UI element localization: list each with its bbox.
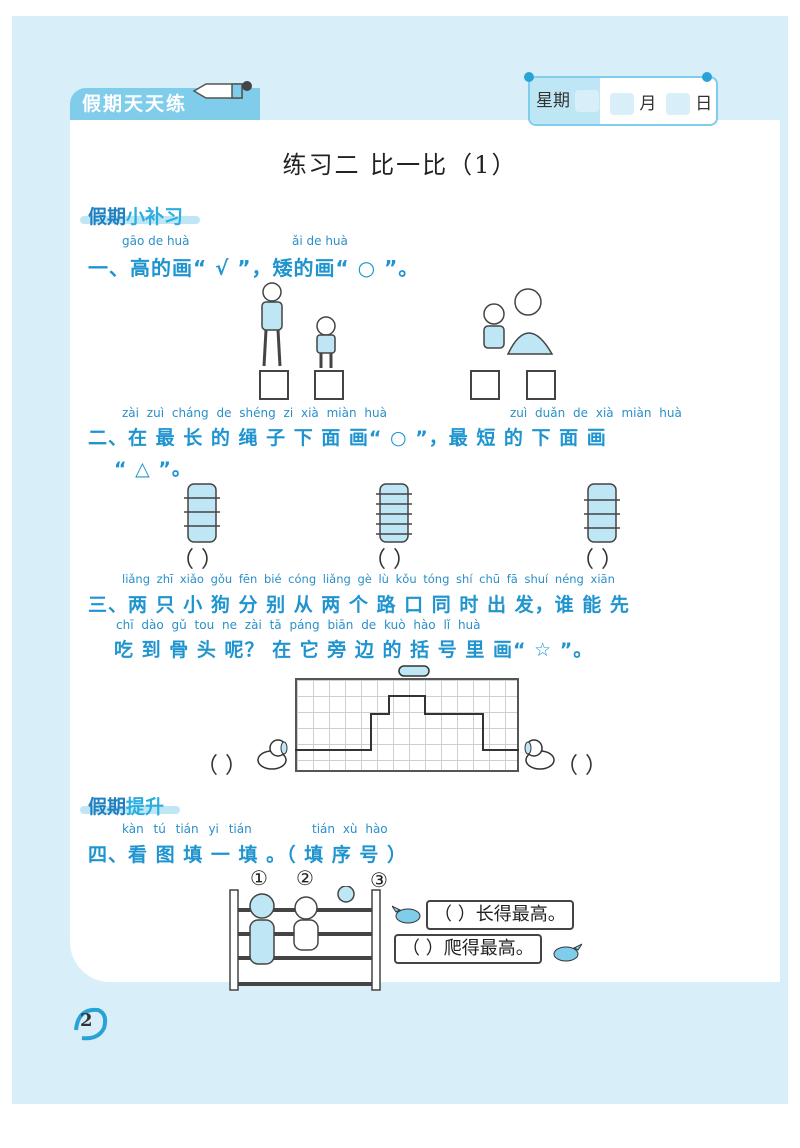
page-title: 练习二 比一比（1） — [282, 151, 518, 179]
answer-tallest[interactable]: （ ）长得最高。 — [426, 900, 574, 930]
worksheet-paper — [70, 120, 780, 982]
q1-pinyin-a: gāo de huà — [122, 234, 190, 248]
q2-pinyin-a: zài zuì cháng de shéng zi xià miàn huà — [122, 406, 387, 420]
section-highlight: 小补习 — [126, 206, 184, 228]
answer-box[interactable] — [314, 370, 344, 400]
answer-paren-left[interactable]: （ ） — [196, 754, 247, 779]
date-box: 星期 月 日 — [528, 76, 718, 126]
pencil-icon — [192, 81, 252, 99]
answer-box[interactable] — [259, 370, 289, 400]
girl-and-grandma-illustration — [483, 288, 554, 355]
q1-pinyin-b: ǎi de huà — [292, 234, 348, 248]
week-label-cell: 星期 — [530, 78, 600, 124]
answer-climbed-highest[interactable]: （ ）爬得最高。 — [394, 934, 542, 964]
section-advanced-title: 假期提升 — [88, 792, 164, 819]
section-basic-title: 假期小补习 — [88, 202, 183, 229]
q4-pinyin-b: tián xù hào — [312, 822, 388, 836]
dog-icon — [524, 739, 555, 770]
q2-line2: “ △ ”。 — [114, 458, 192, 480]
week-blank[interactable] — [575, 90, 600, 112]
q2-pinyin-b: zuì duǎn de xià miàn huà — [510, 406, 682, 420]
label-1: ① — [250, 866, 268, 890]
answer-paren[interactable]: （ ） — [172, 548, 223, 573]
q3-line2: 吃 到 骨 头 呢？ 在 它 旁 边 的 括 号 里 画“ ☆ ”。 — [114, 639, 594, 661]
q2-line1: 二、在 最 长 的 绳 子 下 面 画“ ○ ”，最 短 的 下 面 画 — [88, 427, 607, 449]
section-underline — [80, 806, 180, 814]
rope-spool-illustration — [376, 483, 412, 543]
bird-icon — [553, 943, 582, 962]
month-day-row: 月 日 — [610, 89, 712, 115]
dog-paths-illustration — [295, 665, 519, 751]
fence-animals-illustration — [229, 886, 381, 991]
day-label: 日 — [695, 94, 713, 114]
q3-line1: 三、两 只 小 狗 分 别 从 两 个 路 口 同 时 出 发，谁 能 先 — [88, 594, 630, 616]
day-blank[interactable] — [665, 93, 690, 115]
q4-text: 四、看 图 填 一 填 。（ 填 序 号 ） — [88, 844, 408, 866]
man-and-boy-illustration — [261, 282, 336, 368]
q3-pinyin-1: liǎng zhī xiǎo gǒu fēn bié cóng liǎng gè… — [122, 572, 615, 586]
rope-spool-illustration — [584, 483, 620, 543]
answer-paren[interactable]: （ ） — [364, 548, 415, 573]
pin-icon — [524, 72, 534, 82]
answer-paren-right[interactable]: （ ） — [556, 754, 607, 779]
page-number: 2 — [80, 1010, 93, 1031]
bird-icon — [392, 905, 421, 924]
q1-text: 一、高的画“ √ ”，矮的画“ ○ ”。 — [88, 256, 420, 280]
answer-box[interactable] — [526, 370, 556, 400]
label-3: ③ — [370, 868, 388, 892]
banner-title: 假期天天练 — [70, 88, 260, 120]
answer-box[interactable] — [470, 370, 500, 400]
label-2: ② — [296, 866, 314, 890]
section-prefix: 假期 — [88, 796, 127, 818]
dog-icon — [257, 739, 288, 770]
month-label: 月 — [639, 94, 657, 114]
answer-paren[interactable]: （ ） — [572, 548, 623, 573]
section-highlight: 提升 — [126, 796, 165, 818]
q3-pinyin-2: chī dào gǔ tou ne zài tā páng biān de ku… — [116, 618, 481, 632]
section-underline — [80, 216, 200, 224]
week-label: 星期 — [536, 91, 570, 111]
page-number-swirl-icon — [74, 1007, 108, 1041]
section-prefix: 假期 — [88, 206, 127, 228]
q4-pinyin-a: kàn tú tián yi tián — [122, 822, 252, 836]
rope-spool-illustration — [184, 483, 220, 543]
month-blank[interactable] — [610, 93, 634, 115]
pin-icon — [702, 72, 712, 82]
